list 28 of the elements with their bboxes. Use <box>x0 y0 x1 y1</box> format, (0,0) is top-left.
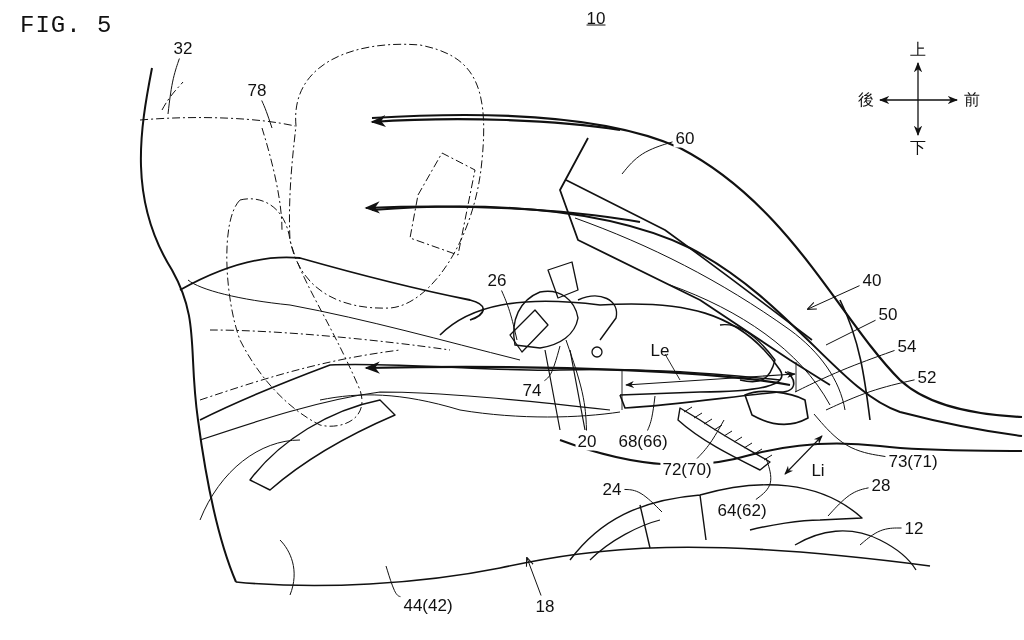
direction-label: 上 <box>910 42 926 58</box>
leader-line <box>543 345 561 382</box>
dimension-label: Li <box>811 461 825 479</box>
leader-line <box>167 58 180 115</box>
direction-label: 後 <box>858 92 874 108</box>
leader-line <box>385 565 401 598</box>
leader-line <box>813 413 886 458</box>
leader-line <box>623 488 663 513</box>
leader-line <box>647 395 656 431</box>
direction-label: 前 <box>964 92 980 108</box>
direction-label: 下 <box>910 140 926 156</box>
leader-line <box>806 285 861 310</box>
leader-line <box>825 319 877 346</box>
leader-line <box>696 419 725 459</box>
leader-line <box>501 290 518 341</box>
leader-line <box>525 556 542 596</box>
leader-line <box>755 457 772 500</box>
leader-line <box>859 527 903 546</box>
leader-line <box>827 487 870 517</box>
reference-number: 10 <box>586 9 606 27</box>
callout-number: 72(70) <box>660 459 714 479</box>
leader-line <box>825 379 916 411</box>
figure-title: FIG. 5 <box>20 14 113 38</box>
leader-line <box>794 349 896 393</box>
dimension-label: Le <box>650 341 670 359</box>
leader-line <box>621 141 674 175</box>
leader-line <box>261 100 273 129</box>
leader-line <box>565 339 588 431</box>
